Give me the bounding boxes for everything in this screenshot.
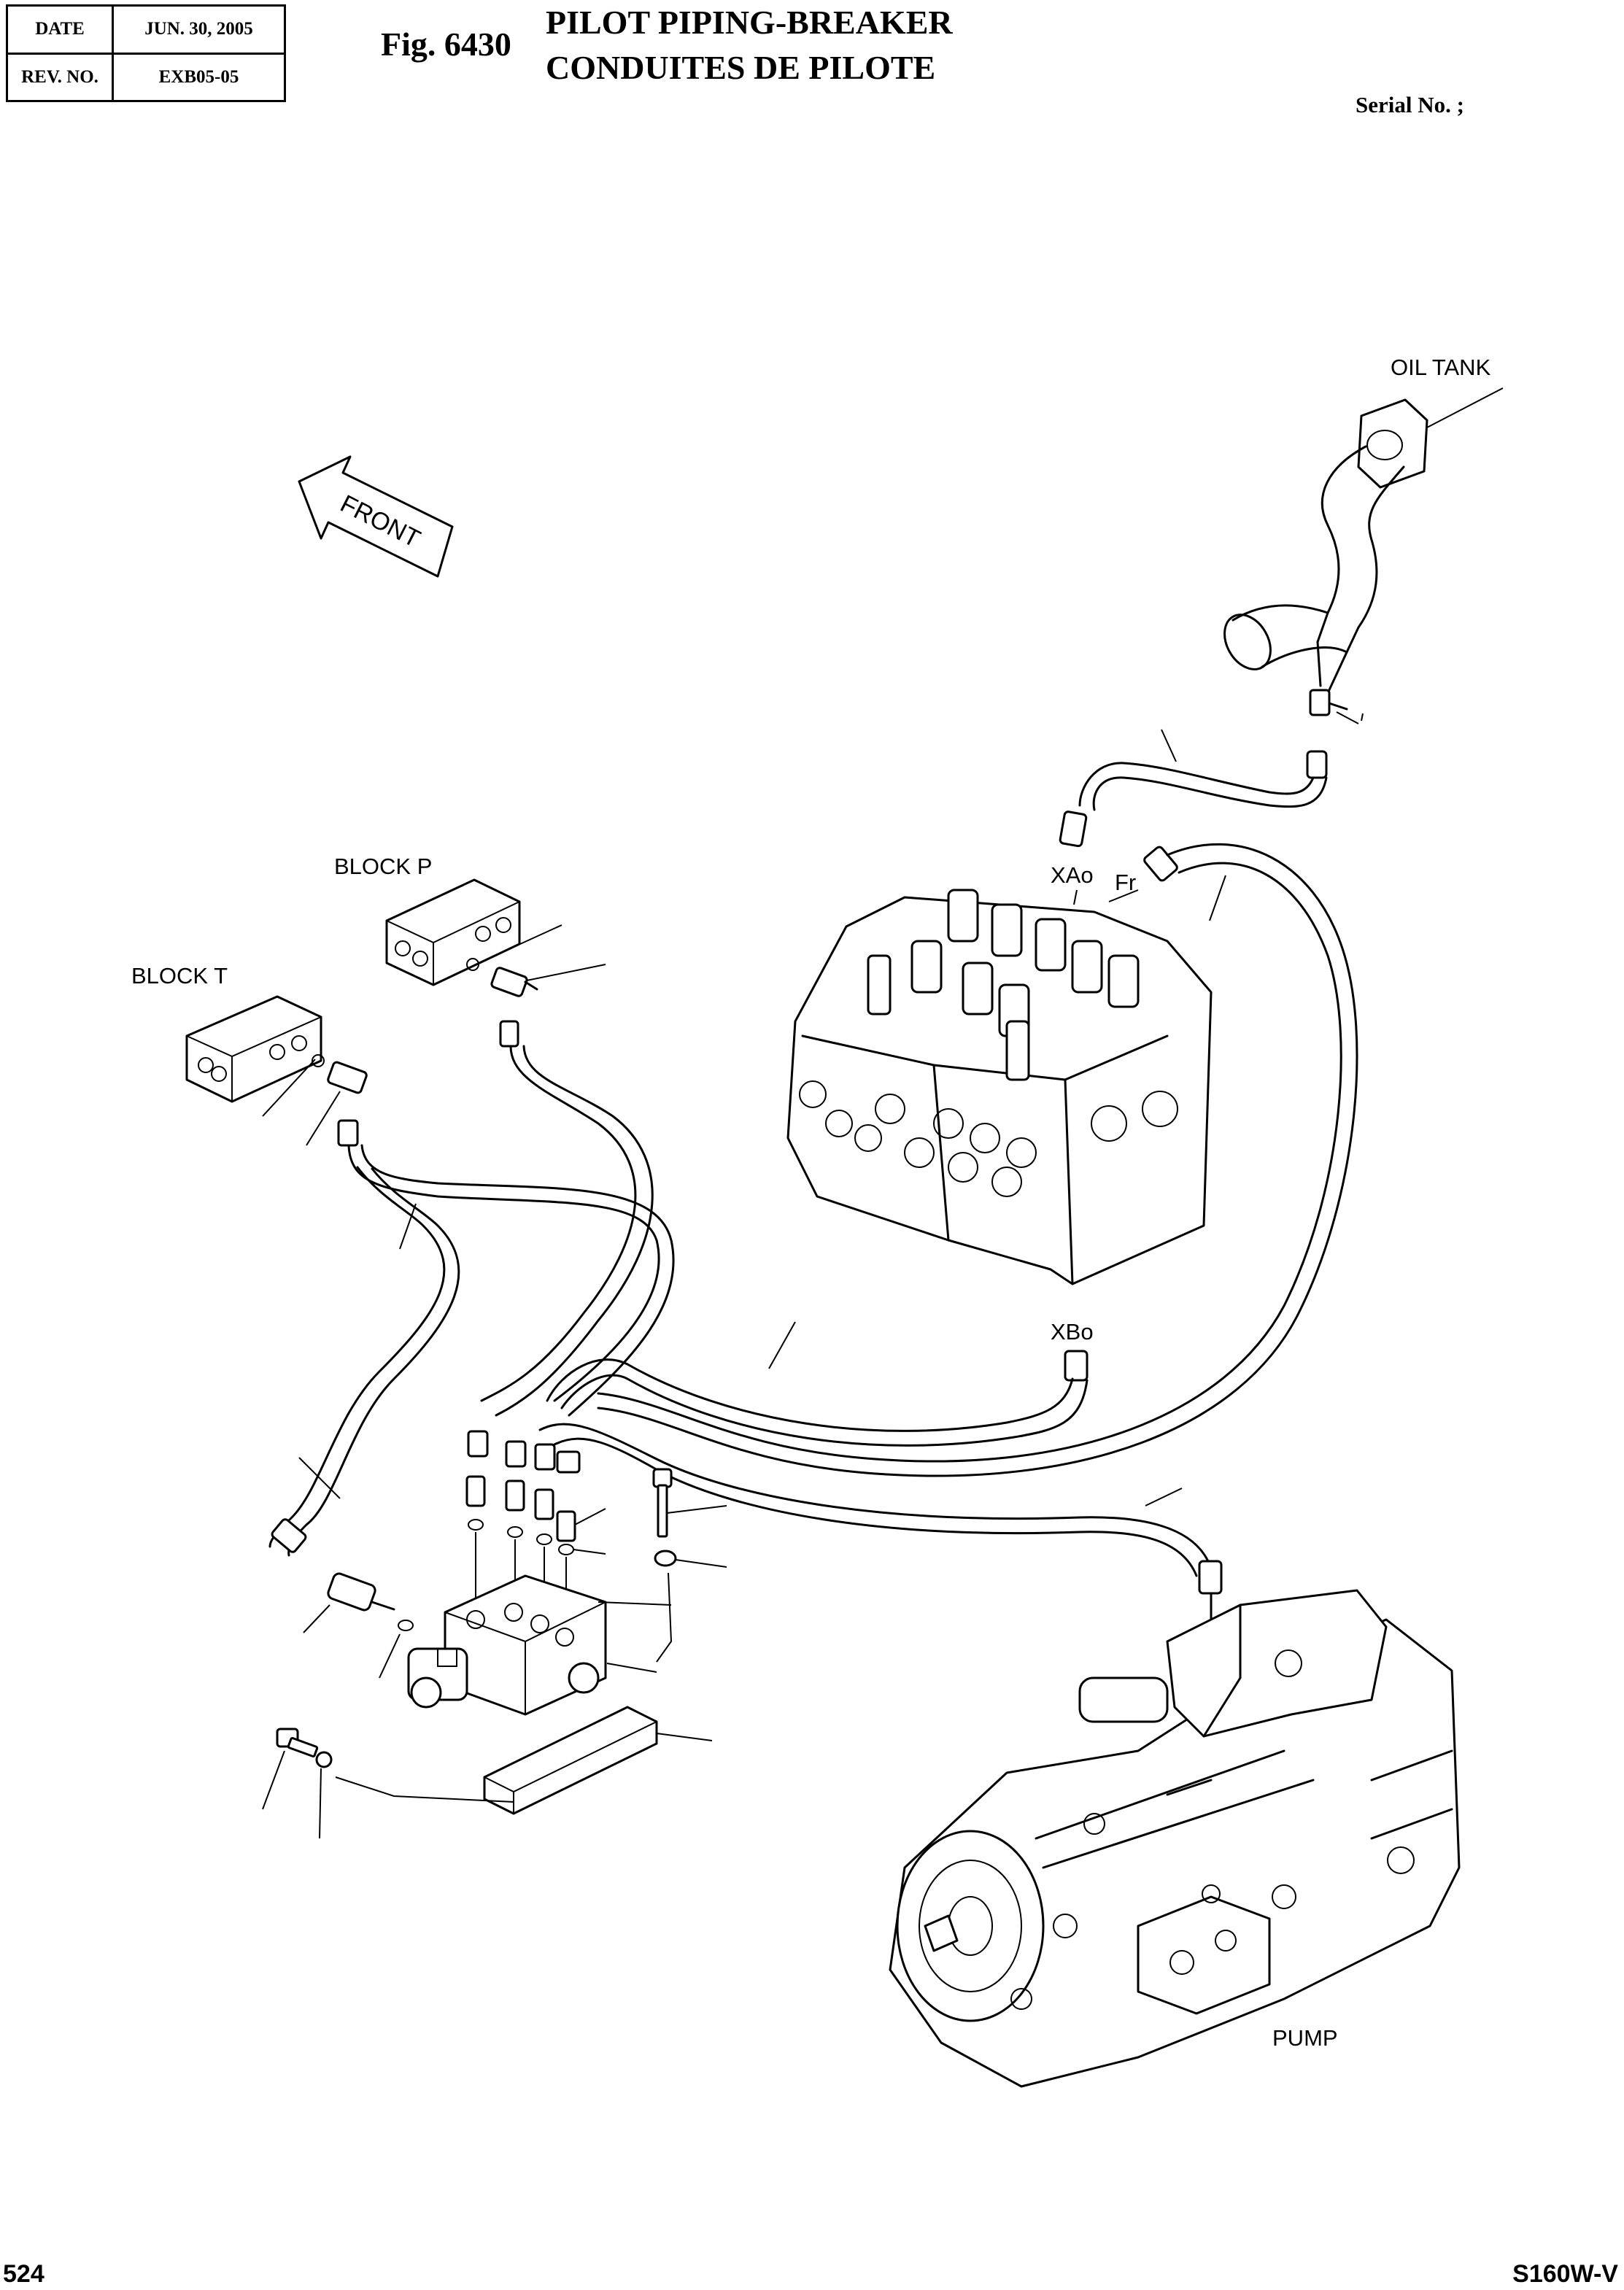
- hydraulic-pump: [889, 1589, 1461, 2088]
- model-number: S160W-V: [1512, 2260, 1618, 2288]
- xbo-port-label: XBo: [1051, 1319, 1094, 1345]
- solenoid-fittings: [465, 1430, 606, 1631]
- page-title: PILOT PIPING-BREAKER: [546, 4, 953, 41]
- figure-number: Fig. 6430: [381, 26, 511, 63]
- block-t: [185, 995, 368, 1147]
- revision-info-table: DATE JUN. 30, 2005 REV. NO. EXB05-05: [6, 4, 286, 102]
- page-title-french: CONDUITES DE PILOTE: [546, 49, 936, 86]
- oil-tank-pipe: [1223, 387, 1504, 724]
- hose-fr-return: [597, 843, 1358, 1477]
- pump-label: PUMP: [1272, 2025, 1338, 2051]
- oil-tank-label: OIL TANK: [1391, 355, 1491, 380]
- page-number: 524: [3, 2260, 45, 2288]
- control-valve: [786, 889, 1213, 1382]
- hose-blocks-to-solenoid: [268, 1045, 675, 1557]
- block-t-label: BLOCK T: [131, 963, 228, 989]
- rev-label: REV. NO.: [6, 52, 114, 102]
- date-value: JUN. 30, 2005: [112, 4, 286, 55]
- xao-port-label: XAo: [1051, 862, 1094, 888]
- bolt-and-washer: [652, 1468, 727, 1663]
- date-label: DATE: [6, 4, 114, 55]
- front-arrow: FRONT: [298, 455, 454, 578]
- fr-port-label: Fr: [1115, 870, 1137, 895]
- hose-xbo: [546, 1321, 1089, 1447]
- block-p: [385, 878, 606, 1048]
- hose-tank-to-control-valve: [1059, 729, 1328, 848]
- mounting-bracket: [262, 1706, 713, 1839]
- serial-number: Serial No. ;: [1356, 92, 1464, 117]
- block-p-label: BLOCK P: [334, 854, 433, 879]
- solenoid-valve-block: [303, 1572, 672, 1716]
- rev-value: EXB05-05: [112, 52, 286, 102]
